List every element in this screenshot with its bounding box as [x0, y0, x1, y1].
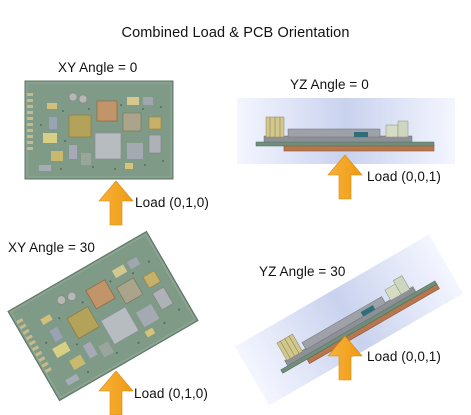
pcb-side-view-yz-30 — [235, 234, 463, 406]
load-label-yz-0: Load (0,0,1) — [367, 169, 441, 184]
load-label-xy-30: Load (0,1,0) — [134, 386, 208, 401]
pcb-top-view-xy-0 — [24, 80, 174, 180]
angle-label-yz-30: YZ Angle = 30 — [259, 264, 346, 279]
angle-label-yz-0: YZ Angle = 0 — [290, 77, 369, 92]
load-arrow-xy-0 — [98, 180, 134, 226]
figure-title: Combined Load & PCB Orientation — [121, 25, 350, 41]
load-label-xy-0: Load (0,1,0) — [135, 195, 209, 210]
load-label-yz-30: Load (0,0,1) — [367, 349, 441, 364]
angle-label-xy-30: XY Angle = 30 — [8, 240, 95, 255]
pcb-side-view-yz-0 — [237, 98, 455, 164]
pcb-top-view-xy-30 — [7, 230, 199, 402]
load-arrow-xy-30 — [98, 370, 134, 415]
angle-label-xy-0: XY Angle = 0 — [58, 60, 138, 75]
